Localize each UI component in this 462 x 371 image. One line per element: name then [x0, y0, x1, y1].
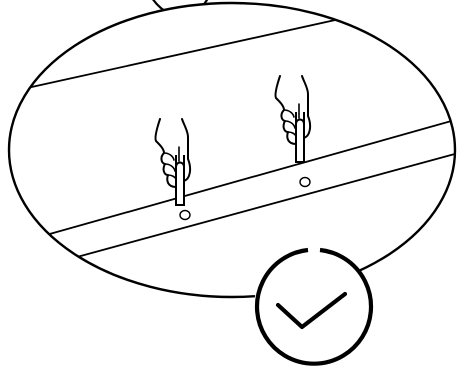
hole-marker-icon	[299, 176, 311, 188]
check-mark-circle-icon	[254, 247, 374, 366]
hole-marker-icon	[179, 209, 191, 221]
magnifier-callout-icon	[7, 1, 457, 299]
panel-edge-line	[9, 117, 455, 249]
